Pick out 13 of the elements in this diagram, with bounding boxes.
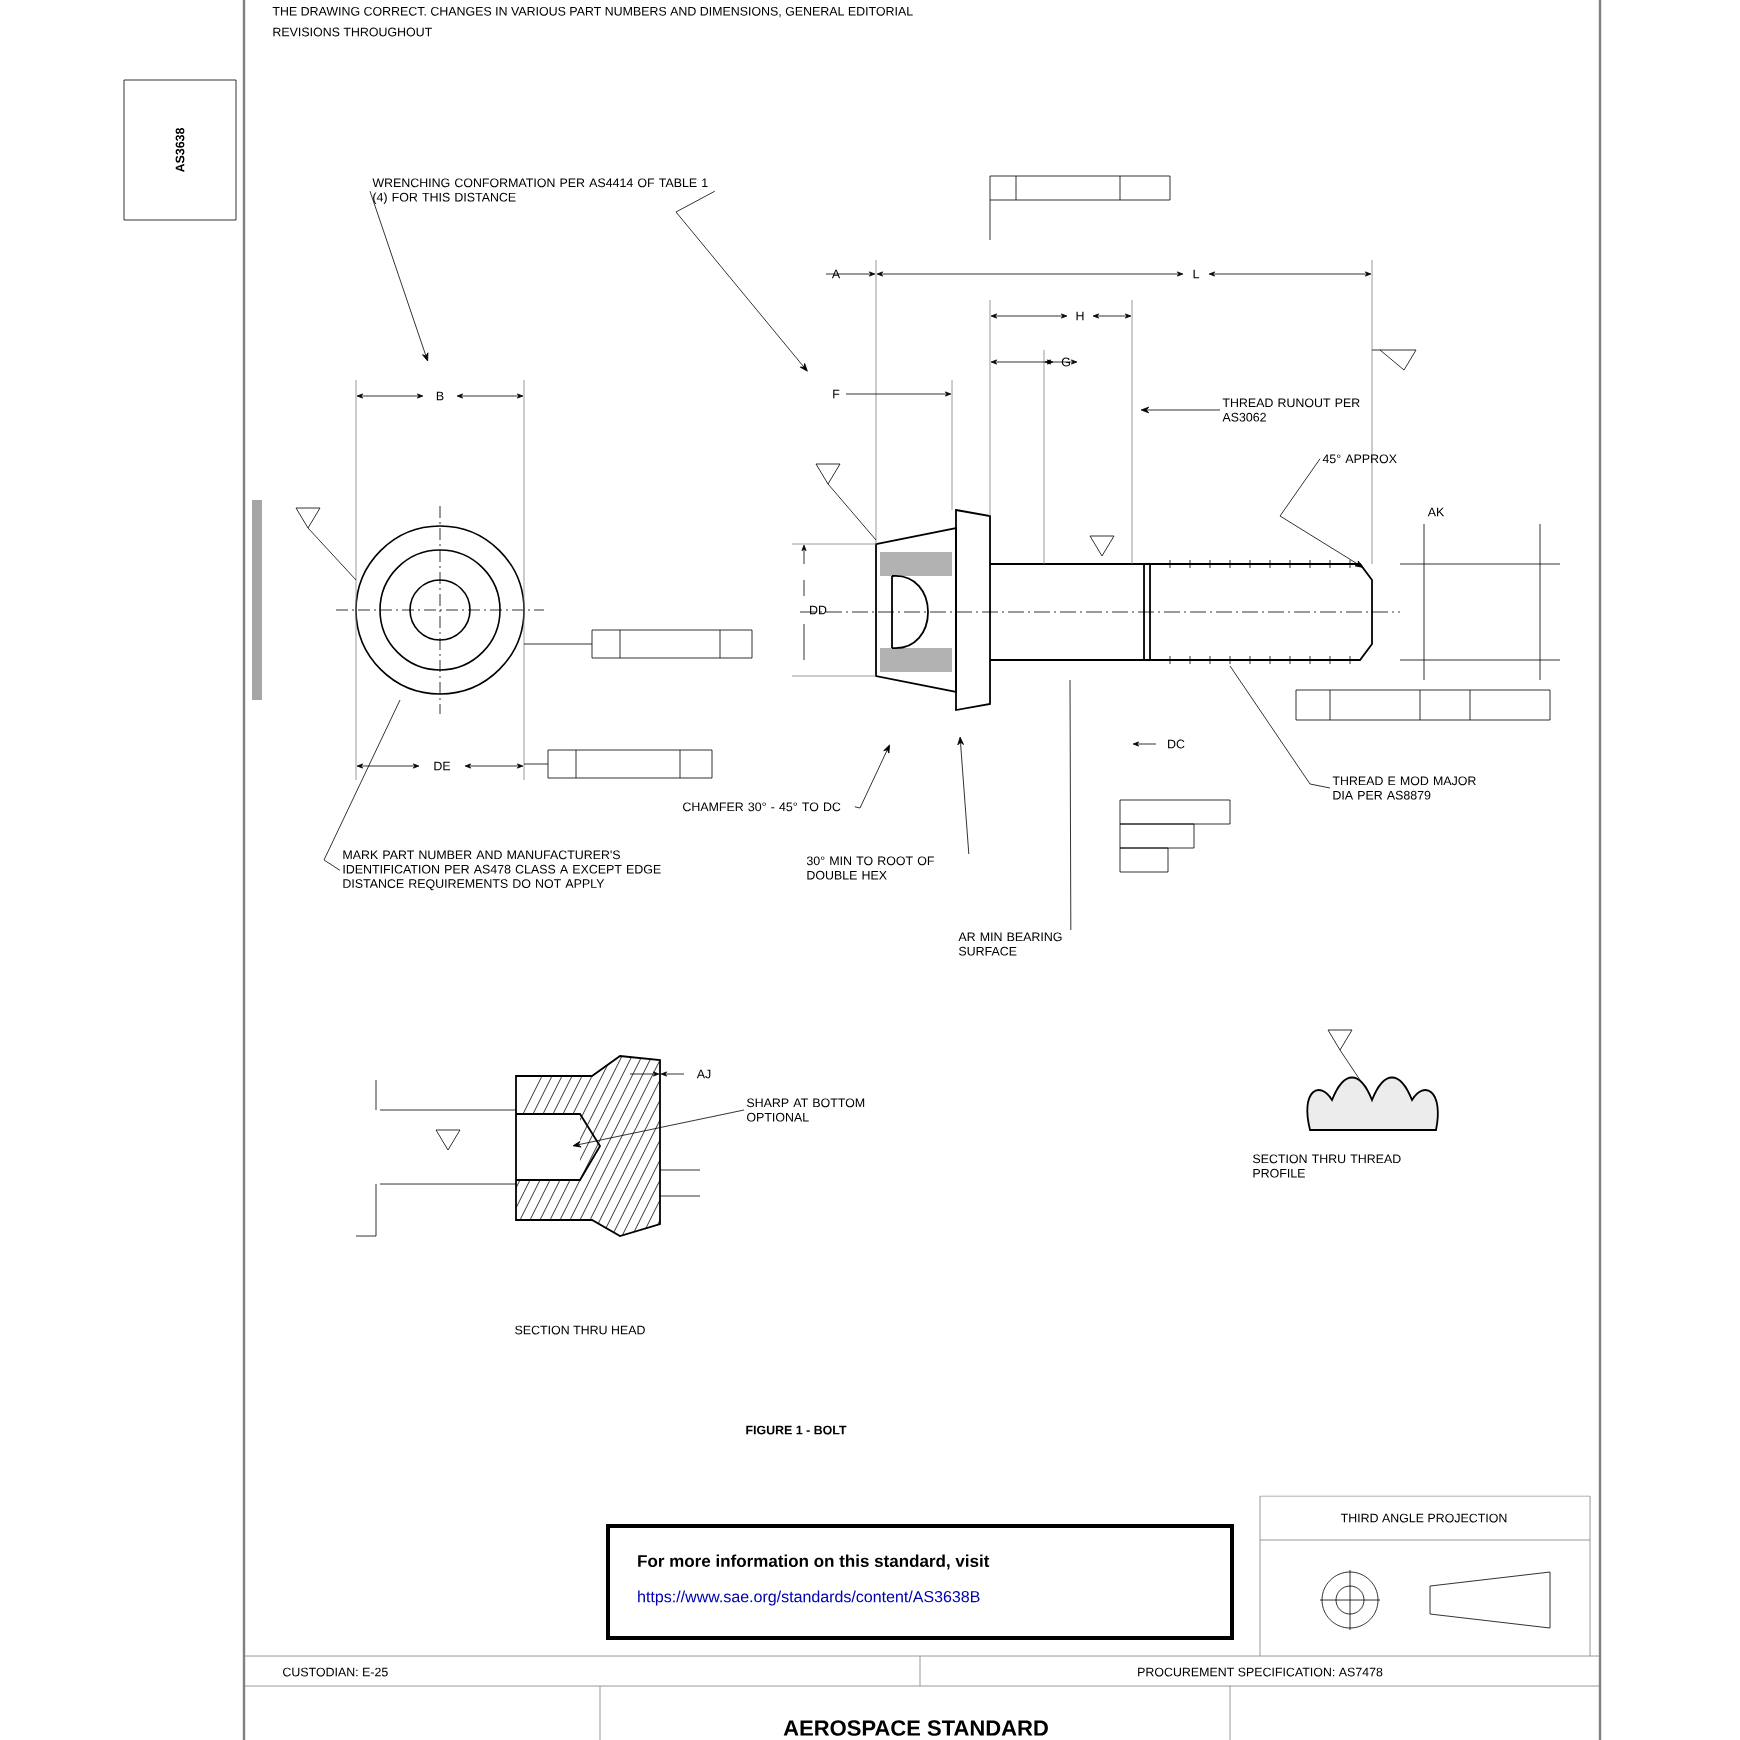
leader-line	[1229, 665, 1331, 789]
leader-line	[323, 699, 401, 871]
leader-line	[675, 190, 808, 372]
leader-line	[854, 744, 890, 809]
leader-line	[957, 736, 970, 855]
leader-line	[1279, 458, 1364, 568]
leader-line	[1069, 679, 1072, 931]
title-text: AEROSPACE STANDARD	[783, 1720, 1048, 1736]
info-box: For more information on this standard, visit https://www.sae.org/standards/content/AS3638B	[606, 1524, 1234, 1640]
leader-line	[369, 190, 429, 362]
leader-line	[1140, 406, 1221, 414]
leader-line	[572, 1109, 745, 1148]
end-view-drawing	[295, 379, 753, 781]
